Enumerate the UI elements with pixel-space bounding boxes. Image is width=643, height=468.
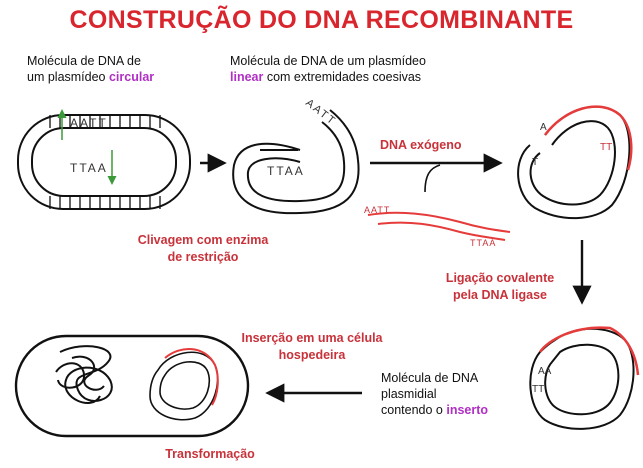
recombinant-plasmid-closed: AA TT (529, 326, 640, 430)
plasmid-in-cell (149, 347, 219, 421)
label-circular-pre: um plasmídeo (27, 70, 109, 84)
label-transformation: Transformação (165, 447, 255, 461)
sequence-recomb-tt: TT (600, 142, 612, 153)
label-circular-line2: um plasmídeo circular (27, 69, 154, 85)
exogenous-connector (424, 164, 441, 193)
label-insertion-line2: hospedeira (278, 348, 346, 362)
label-ligation-line1: Ligação covalente (445, 271, 555, 285)
label-ligation: Ligação covalente pela DNA ligase (430, 270, 570, 304)
label-linear-word: linear (230, 70, 264, 84)
label-cleavage: Clivagem com enzima de restrição (118, 232, 288, 266)
page-title: CONSTRUÇÃO DO DNA RECOMBINANTE (69, 6, 574, 34)
sequence-recomb-t: T (532, 157, 538, 168)
chromosome-icon (55, 345, 113, 404)
sequence-final-a: AA (538, 366, 552, 377)
sequence-recomb-a: A (540, 122, 547, 133)
label-linear-plasmid: Molécula de DNA de um plasmídeo linear c… (230, 53, 426, 85)
sequence-top-circular: AATT (70, 116, 108, 130)
circular-plasmid: AATT TTAA (17, 109, 191, 210)
sequence-exogenous-left: AATT (364, 205, 390, 215)
label-cleavage-line2: de restrição (167, 250, 239, 264)
cell-icon (14, 334, 250, 438)
label-final-line3: contendo o inserto (381, 402, 488, 418)
label-circular-line1: Molécula de DNA de (27, 54, 141, 68)
label-final-pre: contendo o (381, 403, 447, 417)
label-recombinant-plasmid: Molécula de DNA plasmidial contendo o in… (381, 370, 488, 418)
sequence-final-t: TT (532, 384, 544, 395)
label-ligation-line2: pela DNA ligase (452, 288, 547, 302)
sequence-bottom-linear: TTAA (267, 164, 305, 178)
sequence-exogenous-right: TTAA (470, 238, 496, 248)
linear-plasmid: TTAA AATT (232, 97, 360, 215)
label-linear-line1: Molécula de DNA de um plasmídeo (230, 54, 426, 68)
label-insert-word: inserto (446, 403, 489, 417)
label-exogenous-dna: DNA exógeno (380, 138, 462, 152)
label-final-line1: Molécula de DNA (381, 371, 479, 385)
label-cleavage-line1: Clivagem com enzima (137, 233, 269, 247)
label-circular-word: circular (108, 70, 155, 84)
recombinant-plasmid-open: A T TT (517, 105, 633, 220)
exogenous-dna: AATT TTAA (364, 205, 511, 248)
label-final-line2: plasmidial (381, 387, 437, 401)
label-linear-line2: linear com extremidades coesivas (230, 69, 426, 85)
label-insertion-line1: Inserção em uma célula (241, 331, 383, 345)
label-insertion: Inserção em uma célula hospedeira (222, 330, 402, 364)
label-linear-post: com extremidades coesivas (263, 70, 422, 84)
sequence-bottom-circular: TTAA (70, 161, 108, 175)
label-circular-plasmid: Molécula de DNA de um plasmídeo circular (27, 53, 154, 85)
